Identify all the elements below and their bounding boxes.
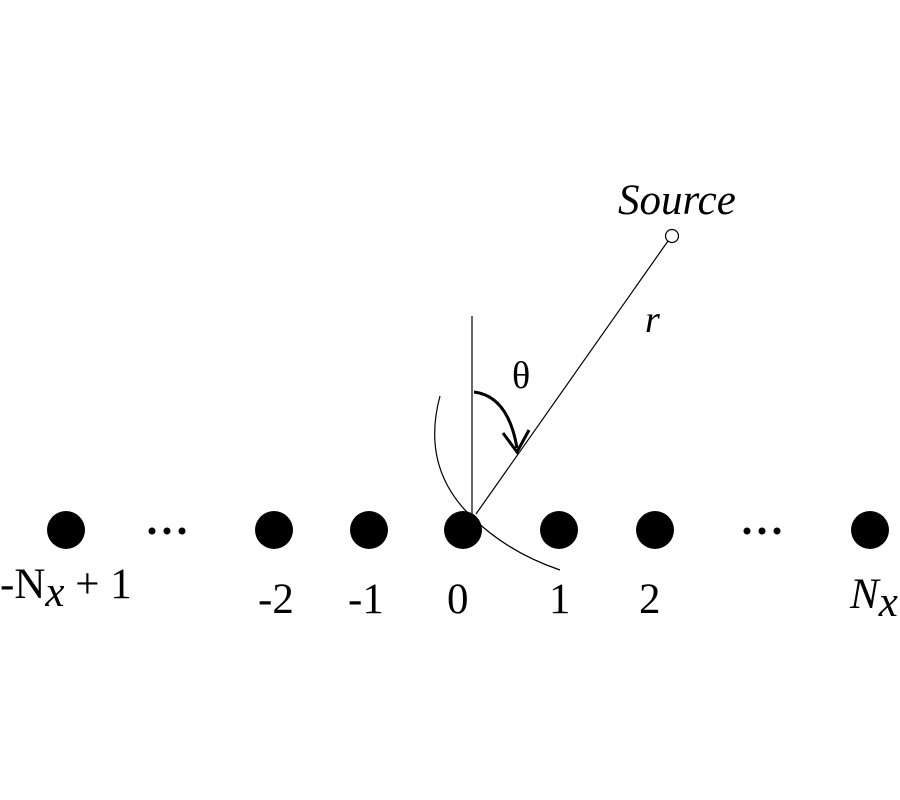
radius-line (475, 240, 669, 515)
array-element (47, 511, 85, 549)
angle-label: θ (512, 355, 530, 397)
array-element-origin (444, 511, 482, 549)
arrowhead-icon (501, 429, 531, 455)
angle-arc-arrow (473, 390, 519, 449)
array-element (851, 511, 889, 549)
index-label-first: -Nx + 1 (0, 561, 132, 616)
array-element (255, 511, 293, 549)
index-label-minus-2: -2 (258, 576, 294, 623)
index-label-0: 0 (447, 576, 469, 623)
index-label-minus-1: -1 (348, 576, 384, 623)
radius-label: r (645, 299, 660, 341)
ellipsis-right (743, 527, 781, 535)
source-marker (664, 228, 680, 244)
index-label-1: 1 (549, 576, 571, 623)
array-element (636, 511, 674, 549)
array-element (540, 511, 578, 549)
array-element (350, 511, 388, 549)
ellipsis-left (148, 527, 186, 535)
source-label: Source (618, 177, 736, 224)
index-label-last: Nx (849, 571, 898, 626)
index-label-2: 2 (639, 576, 661, 623)
